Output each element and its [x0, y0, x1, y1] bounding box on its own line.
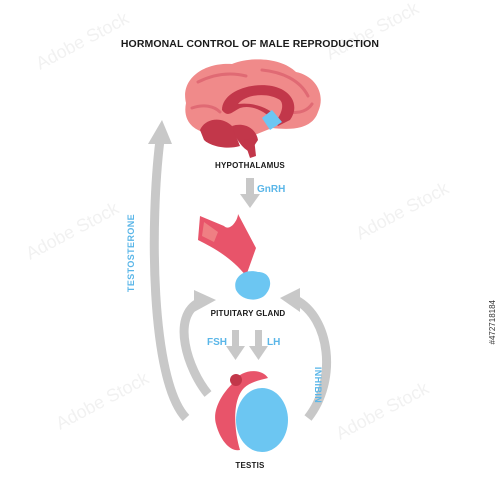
page-title: HORMONAL CONTROL OF MALE REPRODUCTION [120, 38, 380, 50]
fsh-arrow [226, 330, 245, 360]
stock-id: #472718184 [488, 300, 497, 345]
pituitary-gland-label: PITUITARY GLAND [210, 309, 286, 318]
inhibin-label: INHIBIN [313, 366, 324, 404]
lh-arrow [249, 330, 268, 360]
inner-left-feedback-arrow [179, 290, 216, 397]
pituitary-illustration [198, 214, 271, 300]
brain-illustration [185, 59, 321, 158]
inhibin-feedback-arrow [280, 288, 331, 421]
testis-label: TESTIS [235, 461, 265, 470]
gnrh-label: GnRH [257, 184, 286, 195]
gnrh-arrow [240, 178, 260, 208]
hypothalamus-label: HYPOTHALAMUS [215, 161, 285, 170]
testosterone-label: TESTOSTERONE [126, 213, 137, 293]
fsh-label: FSH [207, 337, 227, 348]
lh-label: LH [267, 337, 281, 348]
testis-illustration [215, 371, 288, 452]
testosterone-feedback-arrow [148, 120, 190, 422]
